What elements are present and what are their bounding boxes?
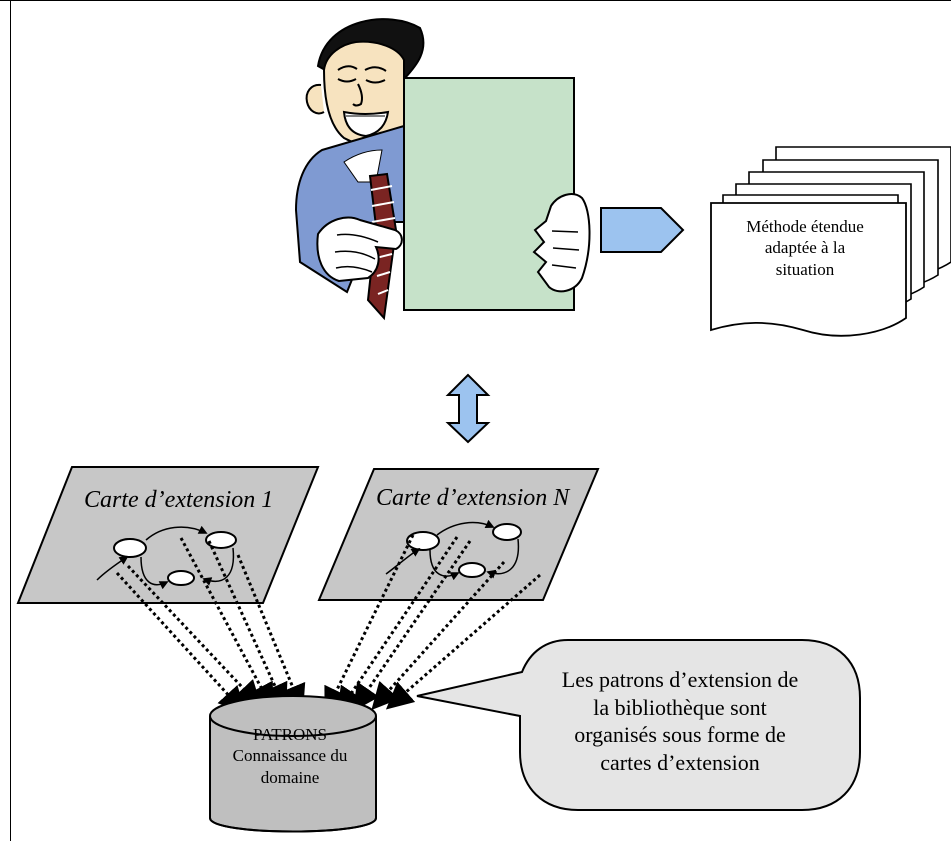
- knowledge-links: [115, 534, 541, 715]
- bidirectional-arrow-icon: [445, 373, 491, 444]
- man-holding-sheet-icon: [294, 18, 425, 321]
- document-text: Méthode étendue adaptée à la situation: [746, 217, 864, 279]
- map-title-n: Carte d’extension N: [376, 485, 571, 511]
- callout-bubble: [416, 639, 861, 811]
- extension-map-panel-n: [317, 468, 600, 601]
- right-hand-icon: [532, 193, 591, 293]
- callout-text: Les patrons d’extension de la bibliothèq…: [561, 667, 799, 775]
- map-title-1: Carte d’extension 1: [84, 487, 273, 513]
- map-graph-1: [96, 525, 237, 590]
- top-border: [0, 0, 951, 1]
- database-text: PATRONS Connaissance du domaine: [232, 725, 348, 787]
- map-graph-n: [385, 519, 522, 581]
- left-border: [10, 0, 11, 841]
- patterns-database-icon: [209, 695, 377, 833]
- document-stack-icon: [710, 146, 951, 337]
- output-arrow-icon: [600, 207, 685, 253]
